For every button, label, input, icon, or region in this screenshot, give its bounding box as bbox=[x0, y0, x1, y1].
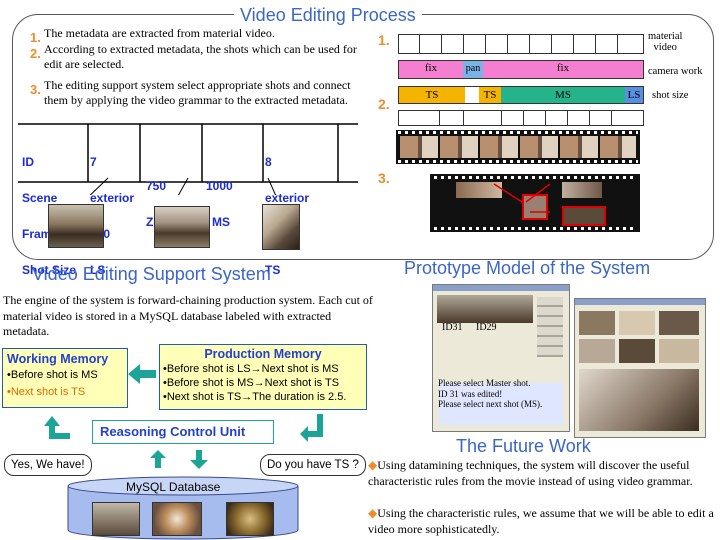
support-title: Video Editing Support System bbox=[32, 264, 271, 284]
shot-segment-ms: MS bbox=[501, 87, 625, 103]
prototype-message-line-3: Please select next shot (MS). bbox=[438, 399, 543, 409]
db-thumbnail-2 bbox=[152, 502, 202, 536]
shot-segment-ts-2: TS bbox=[479, 87, 501, 103]
shot1-scene: exterior bbox=[90, 191, 135, 205]
working-memory-title: Working Memory bbox=[7, 352, 109, 366]
shot2-shot-size: TS bbox=[265, 263, 281, 277]
bubble-yes-we-have: Yes, We have! bbox=[4, 454, 92, 476]
working-memory-box: Working Memory •Before shot is MS •Next … bbox=[2, 348, 128, 408]
bubble-do-you-have-ts: Do you have TS ? bbox=[260, 454, 366, 476]
prototype-title: Prototype Model of the System bbox=[404, 258, 651, 278]
diamond-bullet-icon: ◆ bbox=[368, 506, 378, 520]
future-item-2: ◆Using the characteristic rules, we assu… bbox=[368, 506, 716, 537]
row-label-scene: Scene bbox=[22, 191, 58, 205]
shot-thumbnail-zoom bbox=[154, 206, 210, 248]
db-thumbnail-3 bbox=[226, 502, 274, 536]
edited-film bbox=[430, 174, 640, 232]
camera-work-label: camera work bbox=[648, 66, 703, 77]
step-2-number: 2. bbox=[30, 46, 41, 61]
camera-segment-fix-1: fix bbox=[399, 61, 463, 78]
mid-frame: 750 bbox=[146, 179, 167, 193]
shot1-shot-size: LS bbox=[90, 263, 106, 277]
db-arrows bbox=[150, 450, 208, 469]
support-description: The engine of the system is forward-chai… bbox=[3, 293, 373, 338]
production-rule-3: •Next shot is TS→The duration is 2.5. bbox=[163, 391, 347, 403]
prototype-window-2 bbox=[574, 298, 706, 438]
right-step-2: 2. bbox=[378, 96, 390, 112]
database-label: MySQL Database bbox=[126, 480, 221, 494]
future-item-1-text: Using datamining techniques, the system … bbox=[368, 458, 693, 488]
material-video-label: material video bbox=[648, 31, 683, 53]
material-video-strip bbox=[398, 34, 644, 54]
step-1-text: The metadata are extracted from material… bbox=[44, 26, 275, 40]
selection-strip bbox=[398, 110, 644, 126]
step-1-number: 1. bbox=[30, 30, 41, 45]
prototype-message-line-2: ID 31 was edited! bbox=[438, 388, 503, 399]
arrow-production-to-working bbox=[128, 364, 156, 384]
db-thumbnail-1 bbox=[92, 502, 140, 536]
diamond-bullet-icon: ◆ bbox=[368, 458, 378, 472]
production-memory-title: Production Memory bbox=[204, 347, 322, 361]
step-3-text: The editing support system select approp… bbox=[44, 78, 351, 107]
shot-thumbnail-ls bbox=[48, 204, 104, 248]
shot-size-bar: TS TS MS LS bbox=[398, 86, 644, 104]
future-item-2-text: Using the characteristic rules, we assum… bbox=[368, 506, 714, 536]
row-label-id: ID bbox=[22, 155, 34, 169]
shot-segment-ts-1: TS bbox=[399, 87, 465, 103]
row-label-shot-size: Shot Size bbox=[22, 263, 77, 277]
panel-title: Video Editing Process bbox=[234, 5, 422, 26]
prototype-message: Please select Master shot. ID 31 was edi… bbox=[438, 378, 562, 410]
reasoning-unit-frame bbox=[92, 420, 274, 444]
arrow-from-production-memory bbox=[300, 414, 323, 442]
shot-size-label: shot size bbox=[652, 90, 689, 101]
working-memory-item-1: •Before shot is MS bbox=[7, 369, 98, 381]
metadata-timeline bbox=[18, 123, 358, 195]
future-item-1: ◆Using datamining techniques, the system… bbox=[368, 458, 716, 489]
camera-segment-pan: pan bbox=[463, 61, 483, 78]
film-strip bbox=[396, 130, 640, 164]
shot2-scene: exterior bbox=[265, 191, 310, 205]
mid2-shot-size: MS bbox=[212, 215, 230, 229]
step-2-text: According to extracted metadata, the sho… bbox=[44, 42, 357, 71]
mid2-frame: 1000 bbox=[206, 179, 233, 193]
prototype-id-29: ID29 bbox=[476, 322, 497, 333]
production-rule-1: •Before shot is LS→Next shot is MS bbox=[163, 363, 339, 375]
shot2-id: 8 bbox=[265, 155, 272, 169]
working-memory-item-2: •Next shot is TS bbox=[7, 386, 86, 398]
camera-work-bar: fix pan fix bbox=[398, 60, 644, 79]
production-memory-box: Production Memory •Before shot is LS→Nex… bbox=[159, 344, 367, 410]
reasoning-control-unit: Reasoning Control Unit bbox=[100, 424, 246, 439]
metadata-row-labels: ID Scene Frame Shot Size bbox=[22, 132, 76, 288]
step-3-number: 3. bbox=[30, 82, 41, 97]
right-step-1: 1. bbox=[378, 32, 390, 48]
selection-arrows bbox=[493, 183, 551, 213]
metadata-mid2: 1000 MS bbox=[206, 156, 233, 240]
future-work-title: The Future Work bbox=[456, 436, 591, 456]
shot-thumbnail-ts bbox=[262, 204, 300, 250]
shot1-id: 7 bbox=[90, 155, 97, 169]
prototype-id-31: ID31 bbox=[442, 322, 463, 333]
arrow-to-working-memory bbox=[44, 416, 70, 439]
right-step-3: 3. bbox=[378, 170, 390, 186]
shot-segment-ls: LS bbox=[625, 87, 643, 103]
production-rule-2: •Before shot is MS→Next shot is TS bbox=[163, 377, 340, 389]
camera-segment-fix-2: fix bbox=[483, 61, 643, 78]
prototype-window-1 bbox=[432, 284, 570, 432]
prototype-message-line-1: Please select Master shot. bbox=[438, 378, 531, 388]
